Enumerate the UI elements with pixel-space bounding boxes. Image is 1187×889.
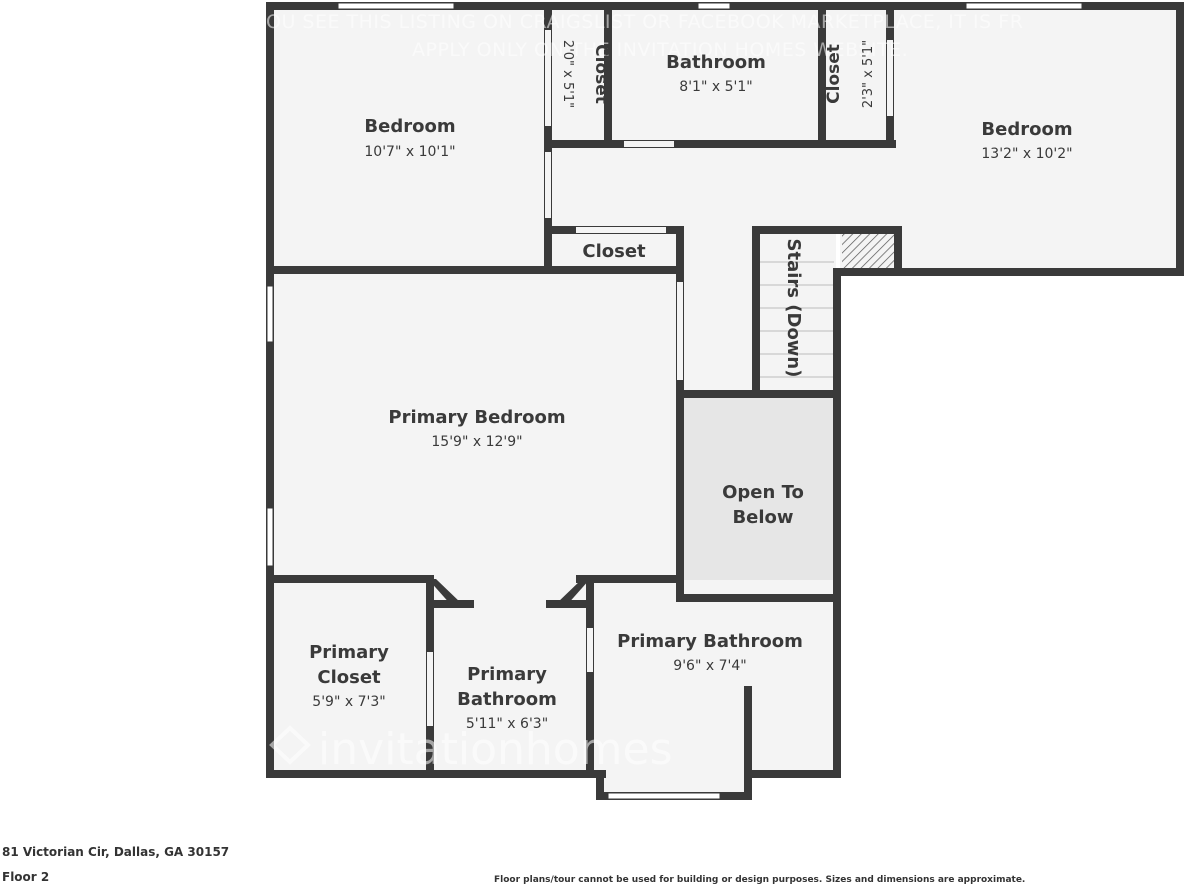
room-name-primary-closet-line-2: Closet [317, 667, 381, 688]
room-dims-primary-bathroom-small: 5'11" x 6'3" [466, 716, 548, 732]
watermark-line-2: APPLY ONLY ON THE INVITATION HOMES WEBSI… [412, 39, 908, 61]
door-openings [427, 30, 893, 726]
stair-treads [760, 261, 834, 378]
room-name-open-to-below-line-2: Below [732, 507, 793, 528]
windows [266, 2, 1083, 800]
room-name-primary-bathroom-small-line-1: Primary [467, 664, 547, 685]
room-dims-closet-small-right: 2'3" x 5'1" [861, 40, 876, 108]
room-name-open-to-below-line-1: Open To [722, 482, 804, 503]
room-dims-bedroom-right: 13'2" x 10'2" [981, 146, 1072, 162]
room-name-primary-bedroom: Primary Bedroom [388, 407, 565, 428]
room-name-primary-bathroom-small-line-2: Bathroom [457, 689, 557, 710]
room-dims-closet-small-left: 2'0" x 5'1" [560, 40, 575, 108]
room-dims-bathroom-top: 8'1" x 5'1" [679, 79, 752, 95]
room-name-hall-closet: Closet [582, 241, 646, 262]
watermark-brand: invitationhomes [318, 724, 673, 775]
room-name-stairs: Stairs (Down) [783, 239, 804, 378]
footer-address: 81 Victorian Cir, Dallas, GA 30157 [2, 845, 230, 859]
hatched-chase [842, 232, 898, 268]
room-dims-primary-bathroom-large: 9'6" x 7'4" [673, 658, 746, 674]
room-name-closet-small-right: Closet [824, 44, 844, 104]
room-dims-primary-bedroom: 15'9" x 12'9" [431, 434, 522, 450]
room-name-bedroom-right: Bedroom [981, 119, 1072, 140]
room-dims-primary-closet: 5'9" x 7'3" [312, 694, 385, 710]
footer-floor: Floor 2 [2, 870, 50, 884]
watermark-logo-icon [269, 725, 311, 765]
footer-disclaimer: Floor plans/tour cannot be used for buil… [494, 875, 1026, 885]
room-name-bedroom-left: Bedroom [364, 116, 455, 137]
room-name-primary-bathroom-large: Primary Bathroom [617, 631, 803, 652]
watermark-line-1: OU SEE THIS LISTING ON CRAIGSLIST OR FAC… [266, 11, 1023, 33]
room-name-closet-small-left: Closet [591, 44, 611, 104]
room-name-bathroom-top: Bathroom [666, 52, 766, 73]
room-name-primary-closet-line-1: Primary [309, 642, 389, 663]
room-dims-bedroom-left: 10'7" x 10'1" [364, 144, 455, 160]
